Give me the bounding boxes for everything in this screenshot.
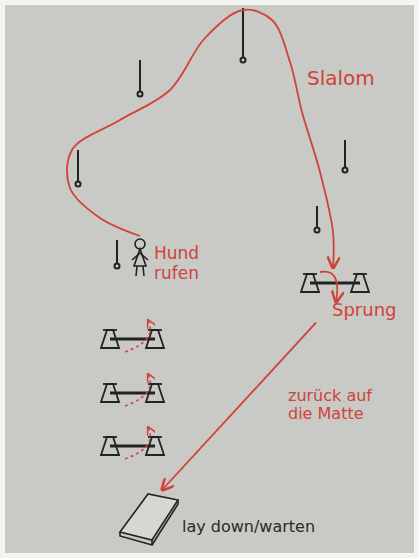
hurdle-symbol [101,330,164,348]
node-label: lay down/warten [182,518,315,536]
jump-hurdle: Sprung [298,268,397,321]
mat-station: lay down/warten [116,488,315,536]
slalom-poles [76,8,348,269]
jump-direction [125,374,150,406]
route-label: zurück auf die Matte [286,386,390,425]
route-label: Slalom [305,66,377,91]
route-arrow [67,10,334,268]
hurdle-symbol [101,437,164,455]
node-icon [128,236,152,280]
node-label: Sprung [332,300,397,321]
node-icon [116,488,182,548]
jump-direction [125,320,150,352]
node-label: Hund rufen [154,244,214,283]
hurdle-row [101,320,164,459]
handler-figure: Hund rufen [128,236,214,283]
jump-direction [125,427,150,459]
hurdle-symbol [101,384,164,402]
